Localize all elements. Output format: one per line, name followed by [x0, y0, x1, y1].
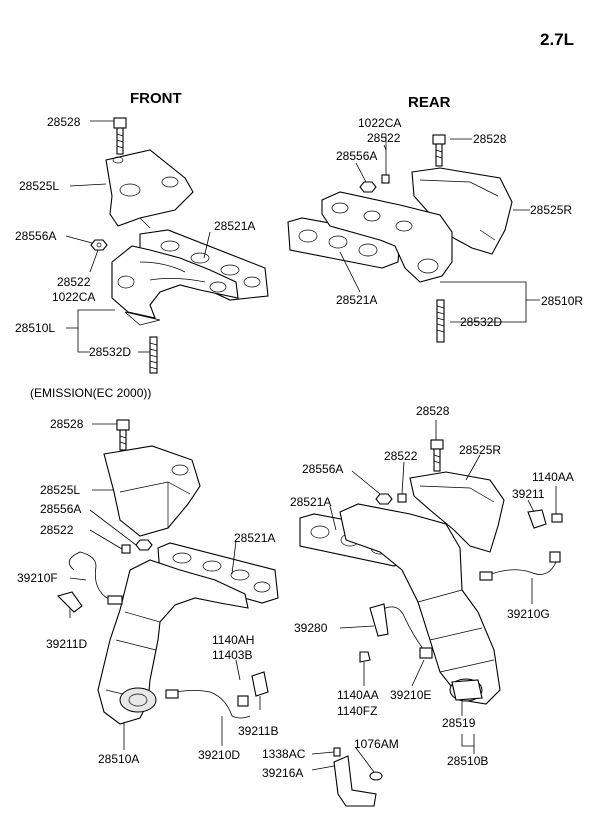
part-number-label: 28521A [214, 219, 256, 233]
em-right-bolt-28528 [430, 439, 444, 472]
part-number-label: 1022CA [358, 116, 402, 130]
part-number-label: 28522 [57, 275, 91, 289]
part-number-label: 39211B [238, 724, 279, 738]
part-number-label: 28525R [459, 443, 502, 457]
part-number-label: 28556A [40, 502, 82, 516]
part-number-label: 39210F [17, 571, 58, 585]
front-heat-shield-28525L [105, 149, 194, 227]
front-nut-28556A [90, 239, 108, 251]
em-right-manifold-28510B [339, 503, 501, 705]
part-number-label: 39210E [390, 688, 432, 702]
front-assembly [65, 117, 269, 374]
front-manifold-28510L [111, 245, 239, 319]
part-number-label: 28522 [40, 523, 74, 537]
rear-manifold-28510R [321, 191, 453, 283]
part-number-label: 28519 [442, 716, 476, 730]
em-left-manifold-28510A [97, 559, 249, 725]
engine-size-label: 2.7L [540, 30, 575, 49]
part-number-label: 28522 [384, 449, 418, 463]
part-number-label: 1140AA [532, 470, 574, 484]
front-bolt-28528 [113, 117, 127, 155]
part-number-label: 1140AA [337, 688, 379, 702]
em-right-o2-sensor-39210E [377, 606, 425, 651]
em-left-bracket-39211D [56, 591, 83, 613]
rear-assembly [287, 134, 540, 343]
rear-heat-shield-28525R [411, 167, 513, 255]
part-number-label: 28525L [19, 179, 60, 193]
em-right-nut-28556A [375, 493, 393, 505]
rear-stud-28532D [436, 299, 445, 343]
front-header: FRONT [130, 90, 182, 107]
part-number-label: 28528 [47, 115, 81, 129]
part-number-label: 1076AM [354, 737, 399, 751]
em-left-heat-shield-28525L [103, 445, 201, 537]
part-number-label: 28556A [302, 462, 344, 476]
part-number-label: 28556A [336, 149, 378, 163]
part-number-label: 39280 [294, 621, 328, 635]
part-number-label: 28532D [89, 345, 132, 359]
part-number-label: 39211 [512, 487, 545, 501]
part-number-label: 1140FZ [337, 704, 378, 718]
em-right-bracket-39280 [369, 603, 389, 637]
part-number-label: 28532D [460, 315, 503, 329]
part-number-label: 1140AH [212, 633, 255, 647]
part-number-label: 39210G [507, 607, 550, 621]
part-number-label: 28556A [15, 229, 57, 243]
part-number-label: 28510R [541, 294, 584, 308]
rear-header: REAR [408, 94, 451, 111]
emission-section-title: (EMISSION(EC 2000)) [30, 386, 152, 400]
emission-left-assembly [56, 419, 383, 807]
part-number-label: 11403B [212, 648, 253, 662]
part-number-label: 39216A [262, 766, 304, 780]
part-number-label: 1022CA [52, 290, 96, 304]
em-right-heat-shield-28525R [409, 471, 505, 553]
part-number-label: 28528 [50, 417, 84, 431]
rear-nut-28556A [359, 181, 377, 193]
em-left-o2-sensor-39210F [68, 551, 111, 601]
part-number-label: 28528 [416, 404, 450, 418]
part-number-label: 28521A [336, 293, 378, 307]
part-number-label: 1338AC [262, 747, 306, 761]
front-stud-28532D [149, 336, 158, 374]
part-number-label: 28522 [367, 131, 401, 145]
em-right-bracket-39211 [527, 509, 547, 529]
em-left-nut-28556A [135, 539, 153, 551]
part-number-label: 28510B [447, 754, 489, 768]
em-left-o2-sensor-39210D [167, 690, 251, 719]
part-number-label: 28525L [40, 483, 81, 497]
rear-bolt-28528 [432, 134, 446, 167]
em-right-o2-sensor-39210G [485, 561, 557, 577]
part-number-label: 39210D [198, 748, 241, 762]
part-number-label: 28521A [234, 531, 276, 545]
part-number-label: 28510L [15, 321, 56, 335]
part-number-label: 39211D [46, 637, 88, 651]
part-number-label: 28528 [473, 132, 507, 146]
emission-right-assembly [299, 420, 563, 754]
part-number-label: 28510A [98, 752, 140, 766]
em-right-gasket-28519 [451, 679, 483, 701]
em-left-bracket-39216A [333, 755, 377, 807]
em-left-bracket-39211B [251, 671, 269, 697]
part-number-label: 28521A [290, 495, 332, 509]
part-number-label: 28525R [530, 203, 573, 217]
em-left-bolt-28528 [116, 419, 130, 451]
